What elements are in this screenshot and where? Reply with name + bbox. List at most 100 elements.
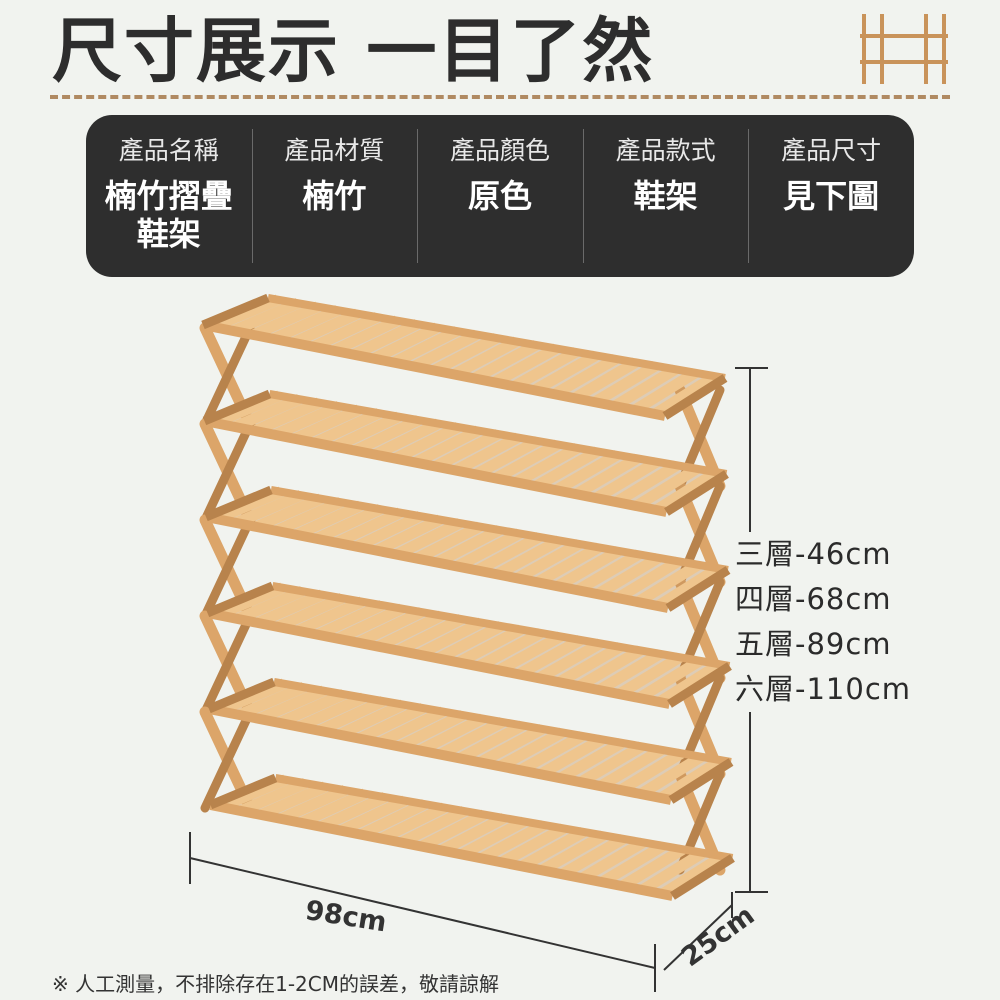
shelf-back-rail [271, 582, 731, 670]
shelf-slat [516, 635, 584, 680]
shelf-slat [493, 439, 561, 484]
shelf-front-rail [203, 416, 668, 517]
shelf-slat [477, 724, 545, 768]
shelf-slat [432, 429, 501, 472]
shelf-slat [375, 610, 444, 652]
shelf-slat [236, 682, 306, 720]
info-value: 楠竹摺疊鞋架 [104, 177, 233, 253]
left-leg [200, 323, 255, 429]
shelf-slat [531, 350, 599, 396]
shelf-slat [274, 497, 343, 536]
shelf-slat [437, 717, 506, 760]
info-column-material: 產品材質 楠竹 [251, 115, 418, 277]
shelf-slat [332, 411, 402, 452]
shelf-logo-icon [860, 14, 948, 84]
shelf-slat [252, 397, 322, 436]
shelf-slat [357, 703, 426, 744]
shelf-back-rail [274, 774, 734, 862]
shelf-slat [295, 596, 365, 636]
shelf-slat [457, 720, 525, 764]
shelf-slat [497, 727, 565, 772]
info-column-name: 產品名稱 楠竹摺疊鞋架 [86, 115, 252, 277]
shelf-slat [453, 432, 521, 476]
shelf-slat [496, 631, 564, 676]
shelf-slat [417, 713, 486, 756]
shelf-slat [292, 404, 362, 444]
layer-height-item: 六層-110cm [735, 672, 912, 706]
shelf-slat [315, 600, 385, 640]
shelf-slat [233, 490, 303, 528]
left-leg [200, 707, 255, 813]
shelf-slat [395, 614, 464, 656]
shelf-slat [257, 685, 326, 724]
product-info-panel: 產品名稱 楠竹摺疊鞋架 產品材質 楠竹 產品顏色 原色 產品款式 鞋架 產品尺寸… [86, 115, 914, 277]
shelf-slat [571, 357, 639, 403]
shelf-slat [573, 453, 640, 499]
shelf-slat [514, 539, 582, 584]
shelf-slat [238, 778, 308, 816]
shelf-slat [431, 333, 500, 376]
shelf-slat [271, 305, 340, 344]
shelf-back-rail [270, 486, 729, 574]
shelf-back-rail [268, 390, 728, 478]
shelf-slat [411, 329, 480, 372]
shelf-side-rail [208, 773, 278, 810]
shelf-slat [255, 589, 325, 628]
shelf-slat [314, 504, 383, 544]
shelf-slat [318, 792, 388, 832]
shelf-slat [633, 464, 700, 511]
shelf-slat [597, 745, 665, 791]
shelf-slat [415, 617, 484, 660]
shelf-slat [614, 556, 682, 603]
shelf-slat [554, 546, 622, 592]
shelf-slat [371, 322, 440, 364]
info-label: 產品材質 [284, 136, 385, 165]
shelf-slat [251, 301, 320, 340]
shelf-slat [559, 834, 626, 880]
shelf-slat [311, 312, 380, 352]
shelf-slat [591, 361, 659, 407]
shelf-slat [619, 844, 686, 891]
info-column-style: 產品款式 鞋架 [582, 115, 749, 277]
shelf-front-rail [202, 320, 666, 421]
shelf-slat [297, 692, 366, 732]
shelf-slat [354, 511, 423, 552]
shelf-slat [631, 368, 699, 415]
shelf-slat [352, 415, 421, 456]
shelf-slat [557, 738, 625, 784]
shelf-slat [317, 696, 386, 736]
shelf-slat [278, 785, 348, 824]
left-leg [200, 611, 255, 717]
shelf-slat [553, 450, 620, 496]
shelf-side-rail [664, 470, 729, 516]
shelf-slat [377, 706, 446, 748]
shelf-slat [331, 315, 400, 356]
shelf-slat [454, 528, 522, 572]
shelf-slat [476, 628, 544, 672]
shelf-slat [254, 493, 323, 532]
shelf-slat [372, 418, 441, 460]
info-value: 楠竹 [302, 177, 367, 215]
shelf-slat [216, 678, 287, 717]
shelf-side-rail [201, 293, 270, 330]
shelf-slat [519, 827, 587, 872]
shelf-slat [459, 816, 527, 860]
shelf-slat [636, 656, 703, 703]
shelf-slat [474, 532, 542, 576]
shelf-side-rail [205, 581, 275, 618]
shelf-slat [456, 624, 524, 668]
shelf-slat [213, 486, 284, 525]
shelf-slat [335, 603, 405, 644]
shelf-slat [378, 802, 447, 844]
shelf-slat [536, 638, 604, 684]
shelf-slat [351, 319, 420, 360]
left-leg [200, 515, 255, 621]
shelf-slat [655, 563, 721, 611]
shelf-slat [355, 607, 424, 648]
shelf-front-rail [205, 512, 669, 613]
info-value: 見下圖 [783, 177, 880, 215]
info-column-color: 產品顏色 原色 [417, 115, 583, 277]
shelf-side-rail [665, 566, 731, 612]
shelf-slat [312, 408, 382, 448]
